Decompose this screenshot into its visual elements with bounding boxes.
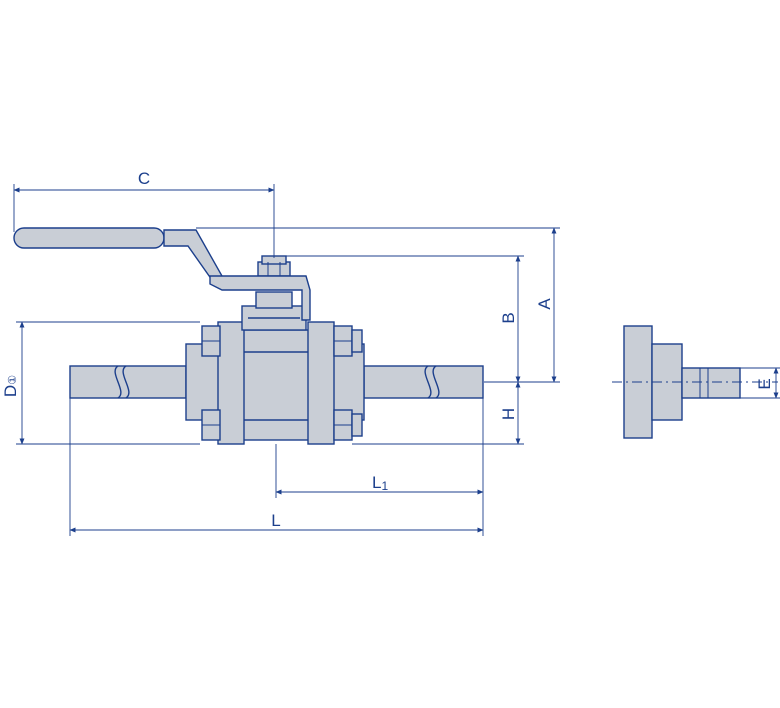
valve-stem — [241, 255, 307, 331]
valve-handle — [13, 227, 311, 321]
label-e: E — [755, 378, 774, 389]
left-pipe — [69, 365, 187, 399]
dimension-a: A — [196, 227, 560, 383]
dimension-c: C — [13, 169, 275, 258]
label-a: A — [535, 298, 554, 310]
dimension-d: D① — [1, 321, 200, 445]
dimension-b: B — [286, 255, 524, 383]
dimension-h: H — [352, 381, 524, 445]
label-l1: L1 — [372, 473, 388, 493]
dimension-l: L — [69, 398, 484, 536]
dimension-l1: L1 — [275, 398, 484, 536]
dimension-e: E — [740, 367, 780, 399]
label-b: B — [499, 312, 518, 323]
right-pipe — [363, 365, 484, 399]
label-l: L — [271, 511, 280, 530]
label-h: H — [499, 408, 518, 420]
side-view — [612, 325, 778, 439]
label-c: C — [138, 169, 150, 188]
valve-body — [185, 321, 365, 445]
label-d: D① — [1, 375, 20, 397]
